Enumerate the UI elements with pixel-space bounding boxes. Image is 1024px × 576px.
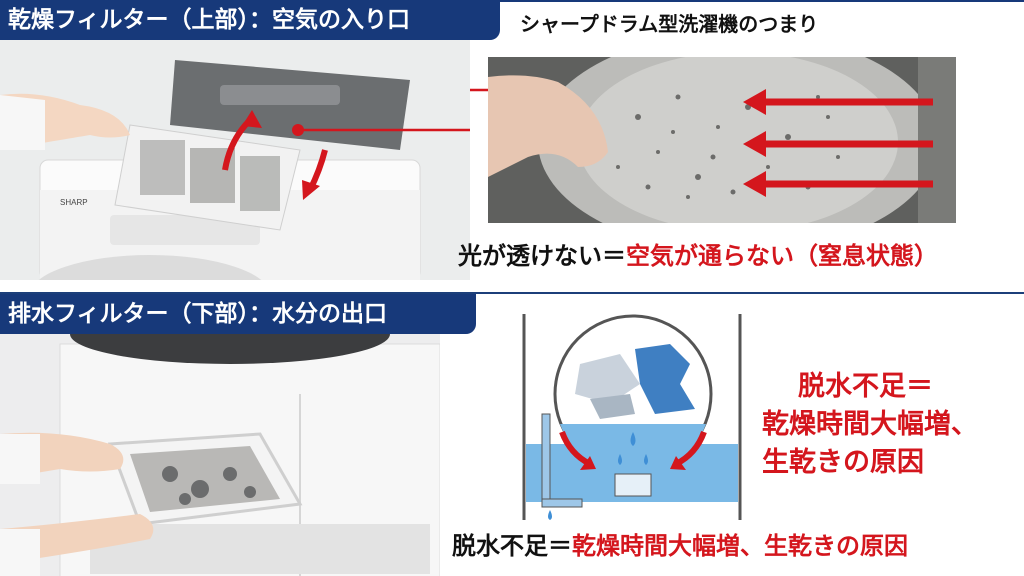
side-note-line1: 脱水不足＝ — [798, 371, 933, 402]
drain-filter-photo — [0, 334, 440, 576]
clogged-filter-photo — [488, 57, 956, 223]
pointer-line — [470, 88, 490, 92]
drain-filter-illustration — [0, 334, 440, 576]
svg-text:SHARP: SHARP — [60, 198, 88, 207]
drum-diagram-svg — [522, 314, 742, 520]
dryer-filter-illustration: SHARP — [0, 40, 470, 280]
light-caption-black: 光が透けない＝ — [458, 242, 626, 270]
drum-diagram — [520, 314, 746, 520]
top-panel: SHARP 乾燥フィルター（上部）：空気の入り口 シャープドラム型洗濯機のつま — [0, 0, 1024, 280]
side-note: 脱水不足＝ 乾燥時間大幅増、 生乾きの原因 — [762, 368, 978, 482]
top-rule — [0, 0, 1024, 2]
light-blocked-caption: 光が透けない＝空気が通らない（窒息状態） — [458, 236, 938, 271]
dry-caption-red: 乾燥時間大幅増、生乾きの原因 — [572, 532, 908, 560]
bottom-panel: 排水フィルター（下部）：水分の出口 — [0, 292, 1024, 576]
drain-filter-header: 排水フィルター（下部）：水分の出口 — [0, 294, 476, 334]
section-divider — [0, 280, 1024, 292]
side-note-line2: 乾燥時間大幅増、 — [762, 409, 978, 440]
drying-caption: 脱水不足＝乾燥時間大幅増、生乾きの原因 — [452, 526, 908, 561]
dryer-filter-header: 乾燥フィルター（上部）：空気の入り口 — [0, 0, 500, 40]
clog-caption-title: シャープドラム型洗濯機のつまり — [520, 12, 819, 36]
arrow-icon — [743, 89, 933, 197]
dry-caption-black: 脱水不足＝ — [452, 532, 572, 560]
dryer-filter-photo: SHARP — [0, 40, 470, 280]
side-note-line3: 生乾きの原因 — [762, 447, 924, 478]
light-caption-red: 空気が通らない（窒息状態） — [626, 242, 938, 270]
clogged-filter-illustration — [488, 57, 956, 223]
